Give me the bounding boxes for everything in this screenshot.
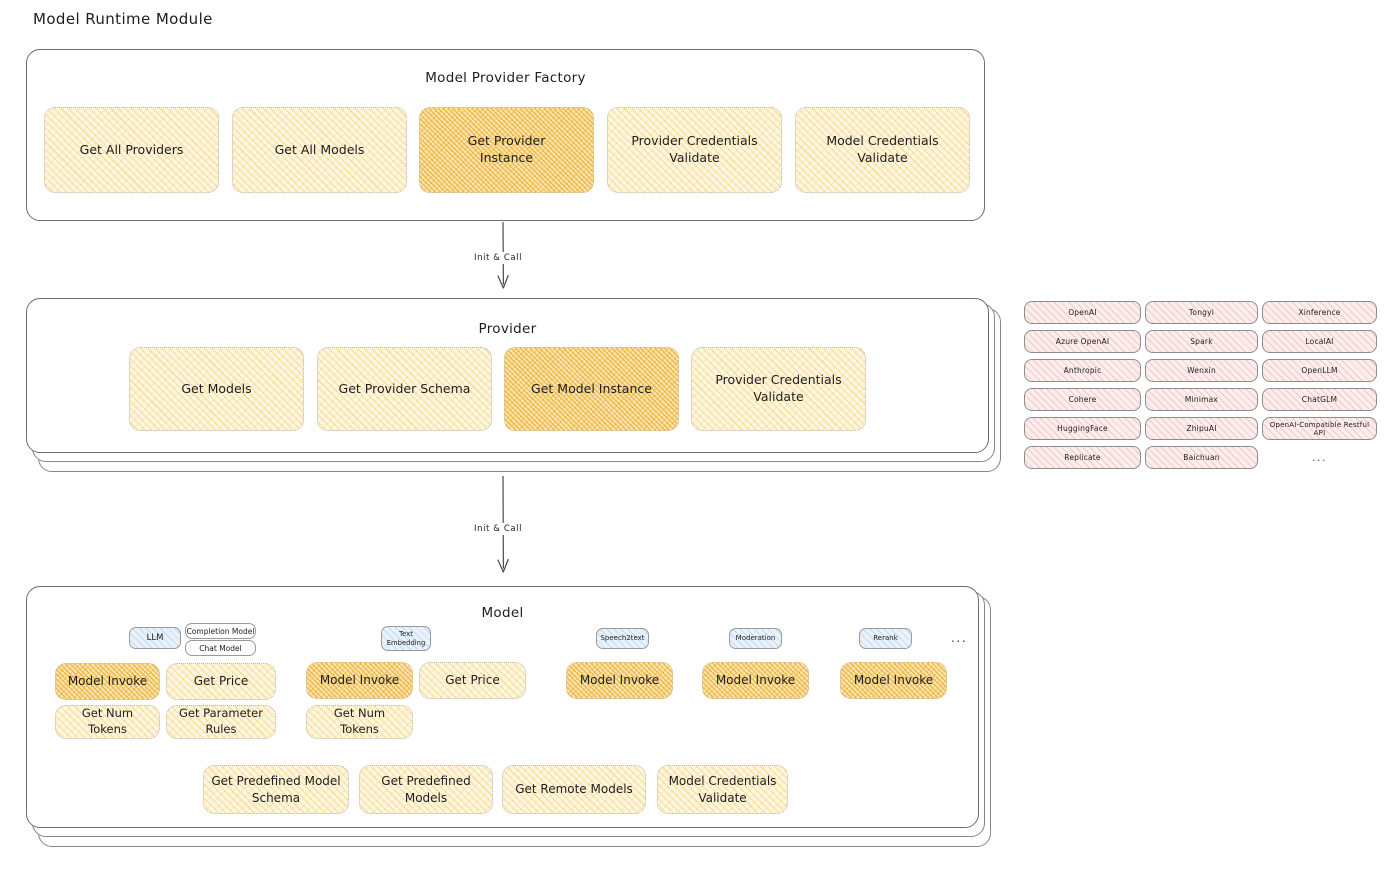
- model-common-get-predefined-models[interactable]: Get Predefined Models: [359, 765, 493, 814]
- provider-node-get-model-instance[interactable]: Get Model Instance: [504, 347, 679, 431]
- provider-chip-tongyi[interactable]: Tongyi: [1145, 301, 1258, 324]
- provider-chip-openai-compatible-restful-api[interactable]: OpenAI-Compatible Restful API: [1262, 417, 1377, 440]
- provider-chip-anthropic[interactable]: Anthropic: [1024, 359, 1141, 382]
- rerank-method-model-invoke[interactable]: Model Invoke: [840, 662, 947, 699]
- llm-method-get-parameter-rules[interactable]: Get Parameter Rules: [166, 705, 276, 739]
- text-embedding-method-model-invoke[interactable]: Model Invoke: [306, 662, 413, 699]
- provider-chip-zhipuai[interactable]: ZhipuAI: [1145, 417, 1258, 440]
- model-common-get-predefined-model-schema[interactable]: Get Predefined Model Schema: [203, 765, 349, 814]
- provider-chip-localai[interactable]: LocalAI: [1262, 330, 1377, 353]
- provider-chip-openai[interactable]: OpenAI: [1024, 301, 1141, 324]
- model-type-badge-moderation[interactable]: Moderation: [729, 628, 782, 649]
- page-title: Model Runtime Module: [33, 10, 213, 28]
- provider-chip-minimax[interactable]: Minimax: [1145, 388, 1258, 411]
- provider-chip-wenxin[interactable]: Wenxin: [1145, 359, 1258, 382]
- arrow-label-init-and-call-2: Init & Call: [471, 523, 526, 535]
- provider-title: Provider: [478, 321, 537, 337]
- factory-node-get-provider-instance[interactable]: Get Provider Instance: [419, 107, 594, 193]
- model-type-badge-rerank[interactable]: Rerank: [859, 628, 912, 649]
- provider-chip-azure-openai[interactable]: Azure OpenAI: [1024, 330, 1141, 353]
- model-types-more-ellipsis: ...: [951, 631, 968, 645]
- provider-chip-spark[interactable]: Spark: [1145, 330, 1258, 353]
- moderation-method-model-invoke[interactable]: Model Invoke: [702, 662, 809, 699]
- provider-node-provider-credentials-validate[interactable]: Provider Credentials Validate: [691, 347, 866, 431]
- provider-chip-baichuan[interactable]: Baichuan: [1145, 446, 1258, 469]
- model-type-badge-speech2text[interactable]: Speech2text: [596, 628, 649, 649]
- model-common-get-remote-models[interactable]: Get Remote Models: [502, 765, 646, 814]
- model-type-badge-llm[interactable]: LLM: [129, 627, 181, 649]
- provider-node-get-models[interactable]: Get Models: [129, 347, 304, 431]
- speech2text-method-model-invoke[interactable]: Model Invoke: [566, 662, 673, 699]
- provider-chip-cohere[interactable]: Cohere: [1024, 388, 1141, 411]
- provider-chip-huggingface[interactable]: HuggingFace: [1024, 417, 1141, 440]
- provider-chip-replicate[interactable]: Replicate: [1024, 446, 1141, 469]
- arrow-label-init-and-call-1: Init & Call: [471, 252, 526, 264]
- provider-node-get-provider-schema[interactable]: Get Provider Schema: [317, 347, 492, 431]
- llm-method-model-invoke[interactable]: Model Invoke: [55, 663, 160, 700]
- model-provider-factory-title: Model Provider Factory: [425, 70, 586, 86]
- model-title: Model: [481, 605, 524, 621]
- text-embedding-method-get-num-tokens[interactable]: Get Num Tokens: [306, 705, 413, 739]
- provider-chip-xinference[interactable]: Xinference: [1262, 301, 1377, 324]
- provider-chip-chatglm[interactable]: ChatGLM: [1262, 388, 1377, 411]
- factory-node-get-all-providers[interactable]: Get All Providers: [44, 107, 219, 193]
- llm-method-get-num-tokens[interactable]: Get Num Tokens: [55, 705, 160, 739]
- provider-chip-openllm[interactable]: OpenLLM: [1262, 359, 1377, 382]
- llm-method-get-price[interactable]: Get Price: [166, 663, 276, 700]
- model-type-sub-badge-completion-model[interactable]: Completion Model: [185, 623, 256, 639]
- model-common-model-credentials-validate[interactable]: Model Credentials Validate: [657, 765, 788, 814]
- provider-list-more-ellipsis: ...: [1312, 451, 1327, 464]
- arrow-provider-to-model: [492, 476, 514, 582]
- model-type-badge-text-embedding[interactable]: Text Embedding: [381, 626, 431, 651]
- factory-node-get-all-models[interactable]: Get All Models: [232, 107, 407, 193]
- factory-node-model-credentials-validate[interactable]: Model Credentials Validate: [795, 107, 970, 193]
- model-type-sub-badge-chat-model[interactable]: Chat Model: [185, 640, 256, 656]
- factory-node-provider-credentials-validate[interactable]: Provider Credentials Validate: [607, 107, 782, 193]
- text-embedding-method-get-price[interactable]: Get Price: [419, 662, 526, 699]
